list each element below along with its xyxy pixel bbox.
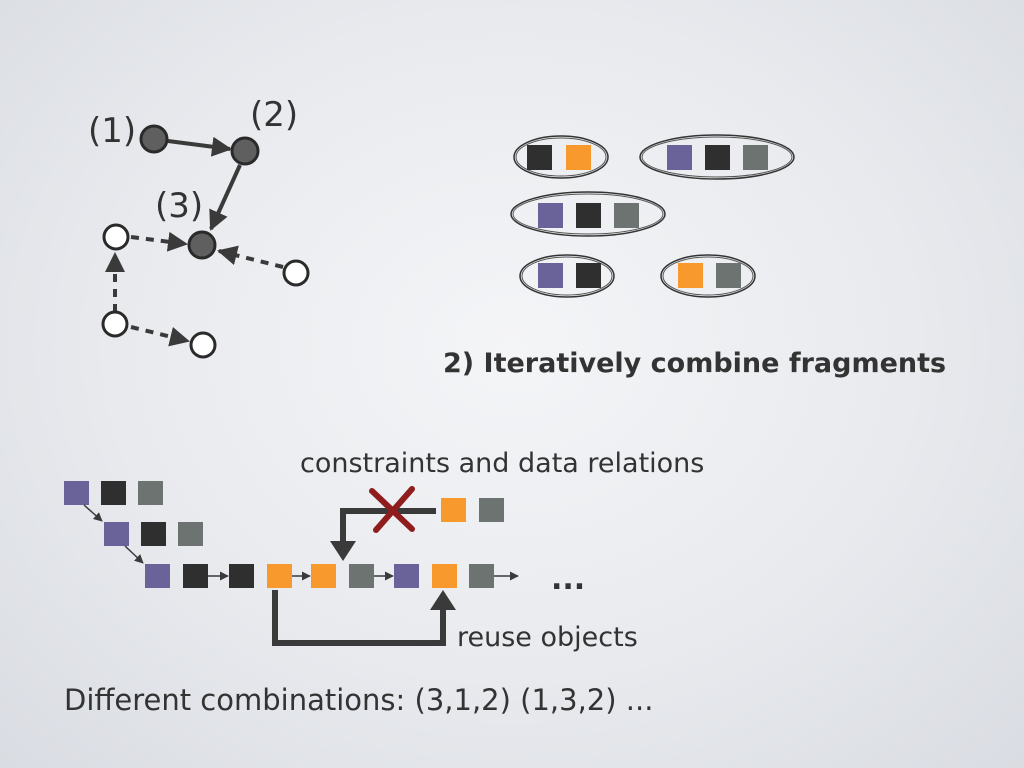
chain-arrow bbox=[83, 504, 103, 522]
node-label-2: (2) bbox=[250, 95, 298, 135]
purple-square bbox=[145, 564, 170, 588]
edge-1-2 bbox=[167, 136, 232, 157]
purple-square bbox=[64, 481, 89, 505]
reuse-arrowhead bbox=[430, 590, 456, 610]
orange-square bbox=[566, 145, 591, 170]
gray-square bbox=[743, 145, 768, 170]
constraints-label: constraints and data relations bbox=[300, 448, 704, 479]
purple-square bbox=[538, 263, 563, 288]
orange-square bbox=[311, 564, 336, 588]
combinations-text: Different combinations: (3,1,2) (1,3,2) … bbox=[64, 683, 653, 717]
graph-node-open-b bbox=[101, 310, 129, 338]
chain-ellipsis: ... bbox=[551, 562, 585, 597]
edge-a-3 bbox=[130, 231, 188, 252]
black-square bbox=[576, 203, 601, 228]
fragment bbox=[519, 254, 615, 298]
fragment-outline-inner bbox=[512, 193, 664, 235]
fragment-chain: ... bbox=[64, 481, 585, 646]
reuse-label: reuse objects bbox=[457, 622, 638, 653]
gray-square bbox=[178, 522, 203, 546]
gray-square bbox=[469, 564, 494, 588]
fragment-outline-inner bbox=[662, 256, 754, 296]
constraint-arrow bbox=[340, 508, 436, 545]
black-square bbox=[101, 481, 126, 505]
orange-square bbox=[678, 263, 703, 288]
fragment bbox=[660, 254, 756, 298]
fragment bbox=[510, 191, 666, 237]
fragment-outline bbox=[660, 254, 756, 298]
purple-square bbox=[394, 564, 419, 588]
edge-e-3 bbox=[217, 245, 284, 269]
fragment-outline-inner bbox=[515, 137, 607, 177]
orange-square bbox=[432, 564, 457, 588]
constraint-arrowhead bbox=[330, 541, 356, 561]
gray-square bbox=[138, 481, 163, 505]
node-label-3: (3) bbox=[155, 186, 203, 226]
fragment-outline-inner bbox=[641, 136, 793, 178]
node-label-1: (1) bbox=[88, 111, 136, 151]
gray-square bbox=[479, 498, 504, 522]
fragment bbox=[513, 135, 609, 179]
purple-square bbox=[667, 145, 692, 170]
graph-node-1 bbox=[139, 124, 169, 154]
gray-square bbox=[614, 203, 639, 228]
fragment-outline bbox=[639, 134, 795, 180]
graph-node-open-a bbox=[102, 223, 130, 251]
fragments-caption: 2) Iteratively combine fragments bbox=[443, 348, 946, 379]
orange-square bbox=[441, 498, 466, 522]
reject-cross-icon bbox=[369, 486, 415, 533]
edge-2-3 bbox=[209, 164, 242, 231]
reuse-arrow bbox=[272, 590, 446, 646]
graph-node-2 bbox=[230, 136, 260, 166]
graph-node-open-e bbox=[282, 259, 310, 287]
black-square bbox=[229, 564, 254, 588]
chain-arrow bbox=[124, 545, 144, 564]
edge-b-c bbox=[130, 325, 190, 347]
fragment-outline-inner bbox=[521, 256, 613, 296]
fragment bbox=[639, 134, 795, 180]
fragment-outline bbox=[510, 191, 666, 237]
black-square bbox=[183, 564, 208, 588]
graph-node-open-c bbox=[189, 331, 217, 359]
black-square bbox=[527, 145, 552, 170]
purple-square bbox=[104, 522, 129, 546]
fragments-group bbox=[510, 134, 795, 298]
gray-square bbox=[716, 263, 741, 288]
fragment-outline bbox=[513, 135, 609, 179]
purple-square bbox=[538, 203, 563, 228]
fragment-outline bbox=[519, 254, 615, 298]
gray-square bbox=[349, 564, 374, 588]
graph-node-3 bbox=[187, 230, 217, 260]
black-square bbox=[576, 263, 601, 288]
black-square bbox=[705, 145, 730, 170]
dependency-graph: (1) (2) (3) bbox=[88, 95, 310, 359]
orange-square bbox=[267, 564, 292, 588]
black-square bbox=[141, 522, 166, 546]
